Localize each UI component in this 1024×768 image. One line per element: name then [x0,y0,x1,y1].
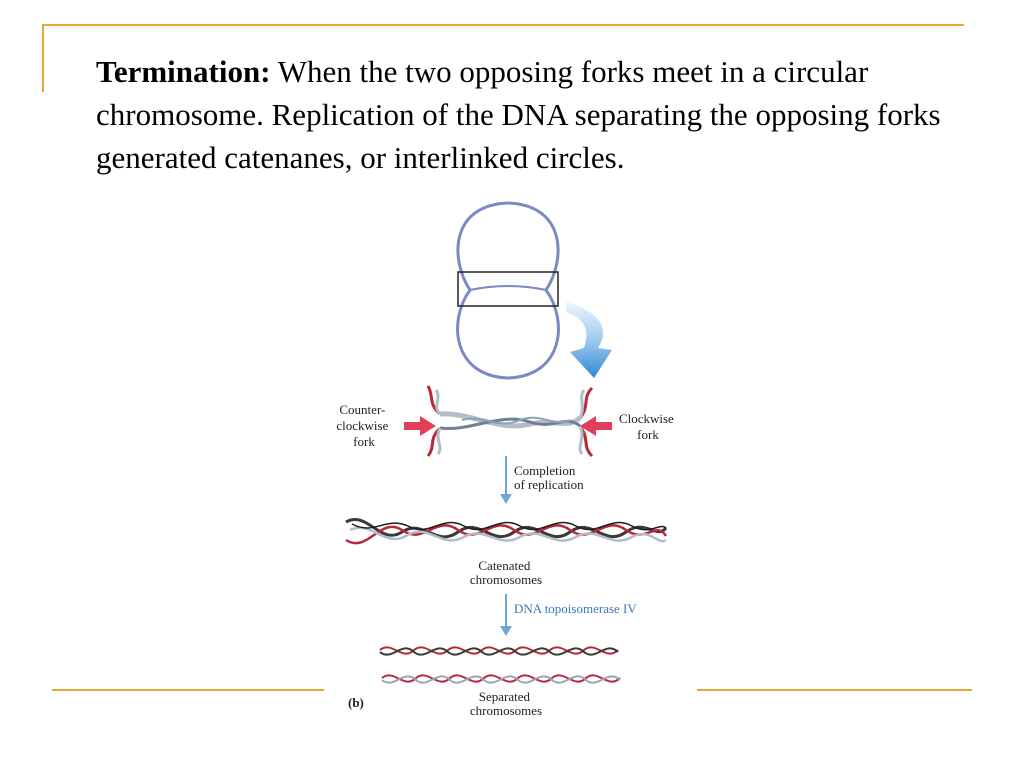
zoom-arrow [566,302,612,378]
bottom-rule-left [52,689,324,691]
completion-label: Completion of replication [514,463,584,492]
termination-description: When the two opposing forks meet in a ci… [96,54,941,175]
highlight-box [457,271,559,307]
panel-label: (b) [348,695,364,710]
completion-arrow [500,456,512,504]
right-fork-arrow [580,416,612,436]
separated-label: Separated chromosomes [470,689,542,718]
upper-loop [456,201,560,291]
termination-heading: Termination: [96,54,271,89]
theta-structure [456,201,560,380]
left-fork-label: Counter- clockwise fork [336,402,391,449]
catenated-chromosomes [345,518,668,545]
slide-body-text: Termination: When the two opposing forks… [96,50,976,179]
fork-region [404,385,612,458]
lower-loop [456,289,560,380]
bottom-rule-right [697,689,972,691]
meeting-strand [469,285,547,291]
topoisomerase-arrow [500,594,512,636]
separated-chromosome-2 [381,674,621,684]
catenated-label: Catenated chromosomes [470,558,542,587]
left-fork-arrow [404,416,436,436]
topoisomerase-label: DNA topoisomerase IV [514,601,637,616]
top-rule [42,24,964,26]
left-rule [42,24,44,92]
right-fork-label: Clockwise fork [619,411,677,442]
separated-chromosome-1 [379,646,619,656]
